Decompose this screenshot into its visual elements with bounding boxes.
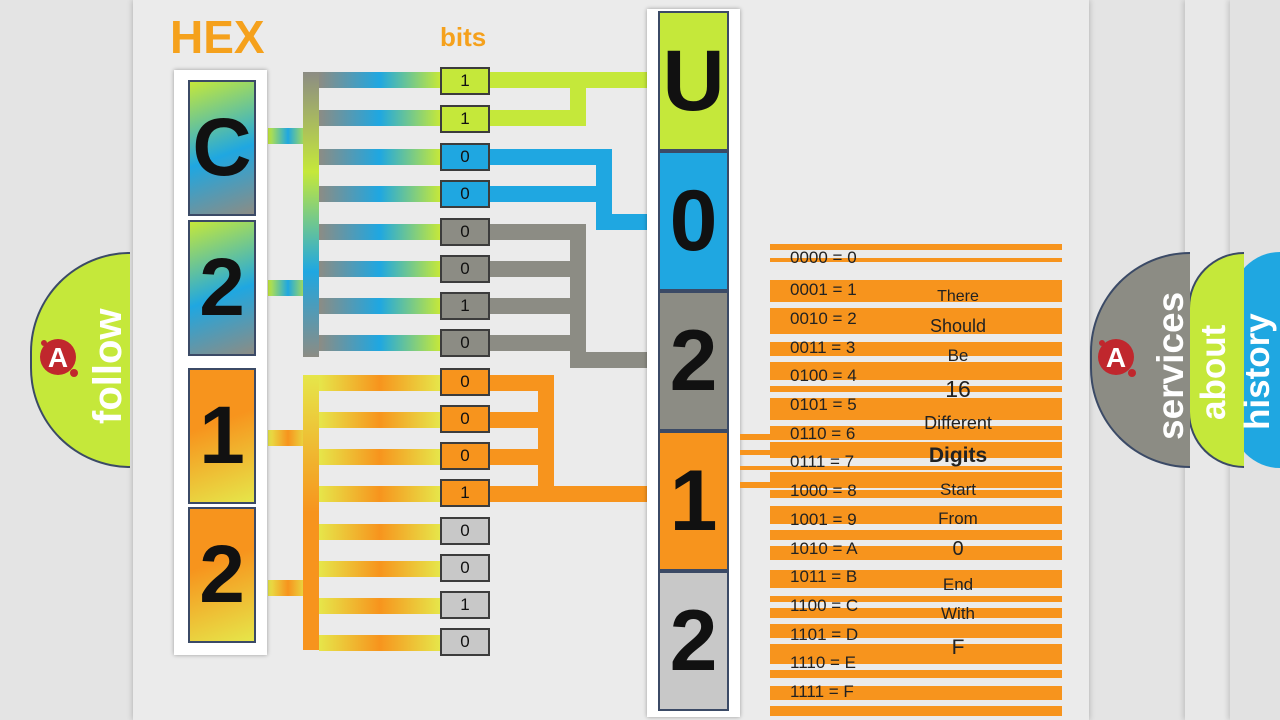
bit-box: 0 bbox=[440, 180, 490, 208]
hex-digit: 2 bbox=[188, 220, 256, 356]
binary-table-row: 1111 = F bbox=[790, 682, 854, 701]
binary-table-row: 1101 = D bbox=[790, 625, 859, 644]
bit-box: 1 bbox=[440, 479, 490, 507]
binary-table-row: 0101 = 5 bbox=[790, 395, 857, 414]
hex-digit: 2 bbox=[188, 507, 256, 643]
binary-table-row: 0000 = 0 bbox=[790, 248, 857, 267]
note-line: With bbox=[941, 604, 975, 623]
bit-box: 0 bbox=[440, 442, 490, 470]
bit-box: 0 bbox=[440, 628, 490, 656]
logo-a-icon: A bbox=[40, 339, 78, 377]
note-line: Should bbox=[929, 316, 987, 336]
svg-text:A: A bbox=[1106, 342, 1126, 373]
note-line: F bbox=[951, 636, 965, 659]
bit-box: 0 bbox=[440, 405, 490, 433]
hex-title: HEX bbox=[170, 11, 265, 63]
binary-table-stripes bbox=[770, 244, 1062, 716]
history-tab-label[interactable]: history bbox=[1238, 313, 1277, 430]
note-line: Be bbox=[947, 346, 969, 365]
bit-box: 0 bbox=[440, 368, 490, 396]
utf8-char: 2 bbox=[658, 291, 729, 431]
note-line: From bbox=[938, 509, 978, 528]
hex-digit: 1 bbox=[188, 368, 256, 504]
bit-box: 1 bbox=[440, 67, 490, 95]
binary-table-row: 1010 = A bbox=[790, 539, 858, 558]
binary-table-row: 1100 = C bbox=[790, 596, 859, 615]
bit-box: 0 bbox=[440, 329, 490, 357]
bit-box: 1 bbox=[440, 591, 490, 619]
binary-table-row: 0001 = 1 bbox=[790, 280, 857, 299]
bit-box: 1 bbox=[440, 292, 490, 320]
note-line: 0 bbox=[952, 538, 964, 560]
binary-table-row: 1110 = E bbox=[790, 653, 857, 672]
svg-text:A: A bbox=[48, 342, 68, 373]
utf8-char: 0 bbox=[658, 151, 729, 291]
utf8-char: 1 bbox=[658, 431, 729, 571]
follow-tab-label[interactable]: follow bbox=[86, 308, 130, 424]
note-line: End bbox=[942, 575, 974, 594]
binary-table-row: 0011 = 3 bbox=[790, 338, 856, 357]
bit-box: 1 bbox=[440, 105, 490, 133]
binary-table-row: 0010 = 2 bbox=[790, 309, 857, 328]
binary-table-row: 0100 = 4 bbox=[790, 366, 857, 385]
binary-table-row: 1000 = 8 bbox=[790, 481, 857, 500]
note-line: Digits bbox=[928, 444, 988, 467]
utf8-char: 2 bbox=[658, 571, 729, 711]
binary-table-row: 0110 = 6 bbox=[790, 424, 856, 443]
note-line: There bbox=[937, 288, 979, 305]
about-tab[interactable] bbox=[1188, 252, 1244, 468]
note-line: Different bbox=[924, 413, 992, 433]
bits-title: bits bbox=[440, 22, 487, 52]
bit-box: 0 bbox=[440, 143, 490, 171]
hex-digit: C bbox=[188, 80, 256, 216]
note-line: 16 bbox=[945, 376, 971, 402]
note-line: Start bbox=[940, 480, 976, 499]
bit-box: 0 bbox=[440, 218, 490, 246]
bit-box: 0 bbox=[440, 255, 490, 283]
bit-box: 0 bbox=[440, 554, 490, 582]
binary-table-row: 1001 = 9 bbox=[790, 510, 857, 529]
binary-table-row: 0111 = 7 bbox=[790, 452, 855, 471]
binary-table-row: 1011 = B bbox=[790, 567, 858, 586]
services-tab-label[interactable]: services bbox=[1150, 291, 1191, 440]
bit-box: 0 bbox=[440, 517, 490, 545]
about-tab-label[interactable]: about bbox=[1194, 324, 1233, 420]
utf8-char: U bbox=[658, 11, 729, 151]
logo-a-icon: A bbox=[1098, 339, 1136, 377]
